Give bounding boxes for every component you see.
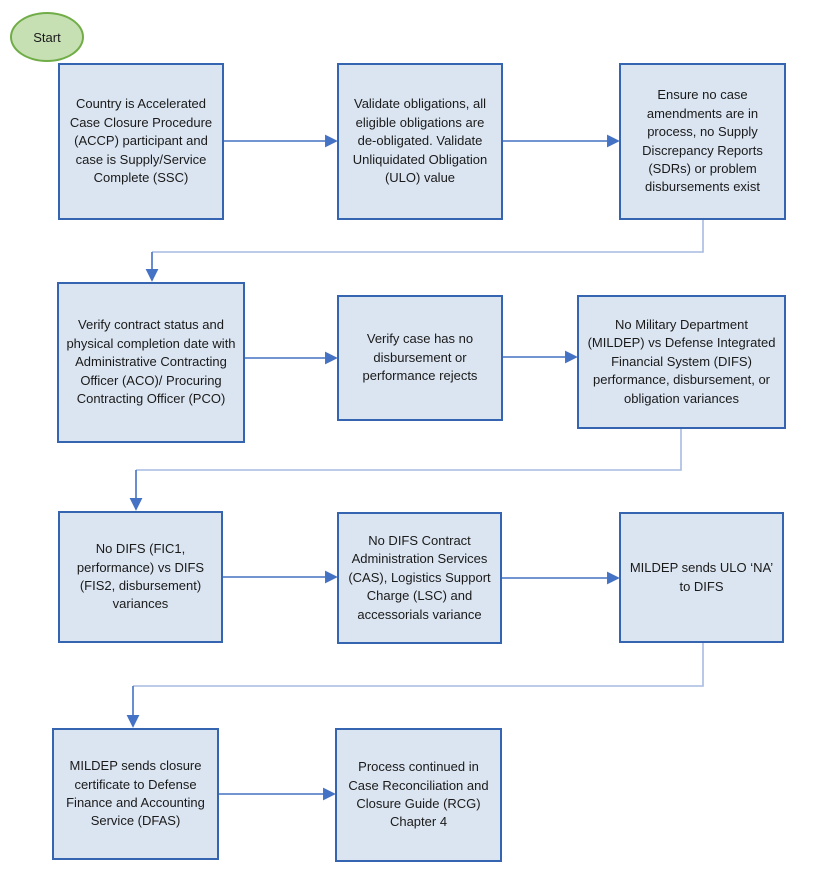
- flow-box-process-continued-rcg: Process continued in Case Reconciliation…: [335, 728, 502, 862]
- flow-box-text: Verify contract status and physical comp…: [66, 317, 236, 407]
- elbow-box3-box4: [145, 220, 704, 282]
- elbow-box6-box7: [129, 429, 682, 511]
- flow-box-verify-contract-status: Verify contract status and physical comp…: [57, 282, 245, 443]
- flow-box-text: Process continued in Case Reconciliation…: [348, 759, 489, 830]
- flow-box-text: No Military Department (MILDEP) vs Defen…: [587, 316, 776, 406]
- flow-box-mildep-sends-ulo: MILDEP sends ULO ‘NA’ to DIFS: [619, 512, 784, 643]
- flow-box-text: Ensure no case amendments are in process…: [642, 87, 763, 195]
- flow-box-validate-obligations: Validate obligations, all eligible oblig…: [337, 63, 503, 220]
- flow-box-no-rejects: Verify case has no disbursement or perfo…: [337, 295, 503, 421]
- flow-box-no-cas-lsc-variance: No DIFS Contract Administration Services…: [337, 512, 502, 644]
- flow-box-no-mildep-difs-variances: No Military Department (MILDEP) vs Defen…: [577, 295, 786, 429]
- flow-box-text: No DIFS Contract Administration Services…: [348, 532, 491, 622]
- elbow-box9-box10: [126, 643, 704, 728]
- flow-box-text: MILDEP sends ULO ‘NA’ to DIFS: [629, 560, 774, 594]
- flow-box-no-case-amendments: Ensure no case amendments are in process…: [619, 63, 786, 220]
- flow-box-text: Validate obligations, all eligible oblig…: [352, 96, 488, 186]
- start-node: Start: [10, 12, 84, 62]
- flow-box-no-fic1-fis2-variances: No DIFS (FIC1, performance) vs DIFS (FIS…: [58, 511, 223, 643]
- flow-box-text: MILDEP sends closure certificate to Defe…: [66, 758, 205, 829]
- flow-box-text: Country is Accelerated Case Closure Proc…: [69, 96, 213, 186]
- flow-box-text: No DIFS (FIC1, performance) vs DIFS (FIS…: [76, 541, 205, 612]
- flow-box-accp-participant: Country is Accelerated Case Closure Proc…: [58, 63, 224, 220]
- flow-box-mildep-sends-closure-certificate: MILDEP sends closure certificate to Defe…: [52, 728, 219, 860]
- flow-box-text: Verify case has no disbursement or perfo…: [362, 331, 478, 384]
- start-label: Start: [33, 29, 61, 45]
